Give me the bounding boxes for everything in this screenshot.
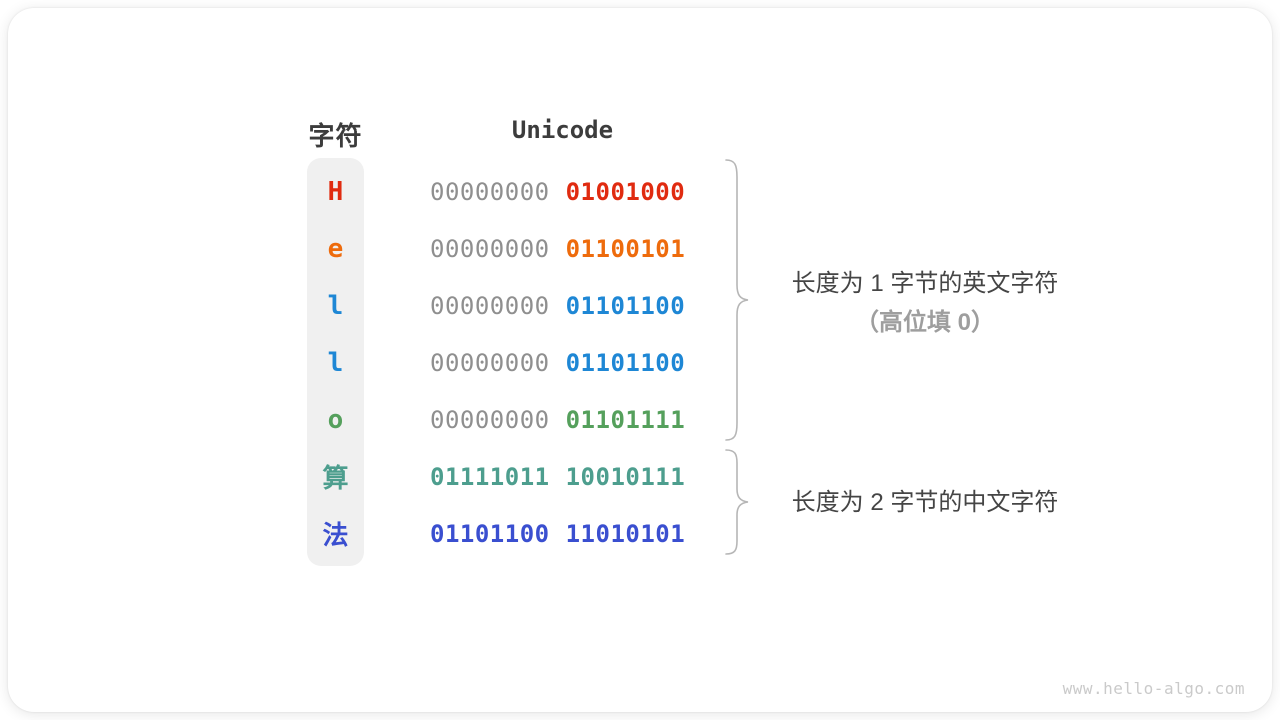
low-byte: 11010101: [565, 519, 686, 548]
diagram-card: [8, 8, 1272, 712]
low-byte: 01101111: [565, 405, 686, 434]
high-byte: 00000000: [430, 405, 550, 434]
table-row: 算 01111011 10010111: [0, 448, 1280, 505]
annotation-line: 长度为 2 字节的中文字符: [791, 489, 1059, 516]
high-byte: 00000000: [430, 291, 550, 320]
high-byte: 00000000: [430, 348, 550, 377]
annotation-english-chars: 长度为 1 字节的英文字符 （高位填 0）: [760, 264, 1090, 342]
table-row: l 00000000 01101100: [0, 334, 1280, 391]
table-row: l 00000000 01101100: [0, 277, 1280, 334]
annotation-chinese-chars: 长度为 2 字节的中文字符: [760, 483, 1090, 522]
char-cell: 法: [322, 521, 349, 551]
char-cell: H: [327, 176, 344, 207]
unicode-binary: 00000000 01101100: [430, 277, 685, 334]
table-row: e 00000000 01100101: [0, 220, 1280, 277]
annotation-subline: （高位填 0）: [854, 309, 995, 336]
watermark: www.hello-algo.com: [1062, 679, 1245, 698]
unicode-binary: 01111011 10010111: [430, 448, 685, 505]
unicode-binary: 00000000 01101111: [430, 391, 685, 448]
unicode-binary: 00000000 01101100: [430, 334, 685, 391]
low-byte: 10010111: [565, 462, 686, 491]
char-cell: e: [327, 233, 344, 264]
unicode-binary: 01101100 11010101: [430, 505, 685, 562]
char-cell: 算: [322, 464, 349, 494]
table-row: H 00000000 01001000: [0, 163, 1280, 220]
low-byte: 01101100: [565, 291, 686, 320]
high-byte: 01111011: [430, 462, 550, 491]
char-cell: o: [327, 404, 344, 435]
table-row: 法 01101100 11010101: [0, 505, 1280, 562]
char-column-header: 字符: [308, 121, 363, 151]
char-cell: l: [327, 347, 344, 378]
low-byte: 01101100: [565, 348, 686, 377]
low-byte: 01100101: [565, 234, 686, 263]
unicode-binary: 00000000 01001000: [430, 163, 685, 220]
high-byte: 00000000: [430, 234, 550, 263]
high-byte: 01101100: [430, 519, 550, 548]
char-cell: l: [327, 290, 344, 321]
high-byte: 00000000: [430, 177, 550, 206]
low-byte: 01001000: [565, 177, 686, 206]
unicode-column-header: Unicode: [511, 116, 614, 144]
char-column-background: [307, 158, 364, 566]
table-row: o 00000000 01101111: [0, 391, 1280, 448]
unicode-binary: 00000000 01100101: [430, 220, 685, 277]
annotation-line: 长度为 1 字节的英文字符: [791, 270, 1059, 297]
